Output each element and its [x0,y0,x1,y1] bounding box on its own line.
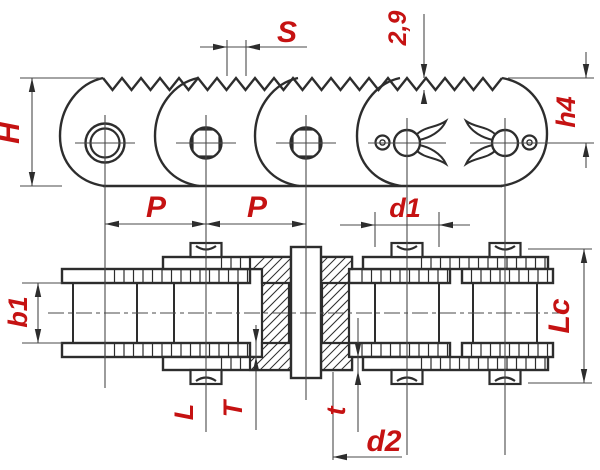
clip-wing-lower [414,143,449,167]
inner-plate-top [60,267,252,285]
cut-plate-top-right [319,255,354,285]
inner-plate-bottom [460,341,555,359]
sawtooth-edge [102,76,503,92]
label-b1: b1 [3,296,33,328]
inner-plate-top [460,267,555,285]
plate-end-curve [355,76,402,188]
centerlines-and-dimension-lines [20,14,594,460]
label-P-left: P [146,191,167,224]
plate-end-curve [58,76,105,188]
outer-plate-top [361,255,550,271]
outer-plate-bottom [361,355,550,372]
label-Lc: Lc [543,298,576,333]
label-H: H [0,121,26,144]
dimension-labels: H S 2,9 h4 P P d1 b1 Lc L T t d2 [0,11,581,458]
label-L: L [169,404,199,421]
clip-wing-upper [463,118,498,142]
label-h4: h4 [551,96,581,128]
label-t: t [321,406,351,416]
inner-plate-bottom [60,341,252,359]
label-d1: d1 [389,193,421,223]
clip-wing-upper [414,118,449,142]
label-d2: d2 [366,425,401,458]
dimension-arrowheads [28,43,590,461]
clip-wing-lower [463,143,498,167]
label-P-right: P [247,191,268,224]
label-2-9: 2,9 [384,11,412,47]
label-S: S [277,16,297,49]
plate-end-curve [153,76,200,188]
side-view-outline [58,76,549,188]
plate-end-curve [253,76,300,188]
label-T: T [218,398,248,417]
plate-right-cap [500,76,549,188]
